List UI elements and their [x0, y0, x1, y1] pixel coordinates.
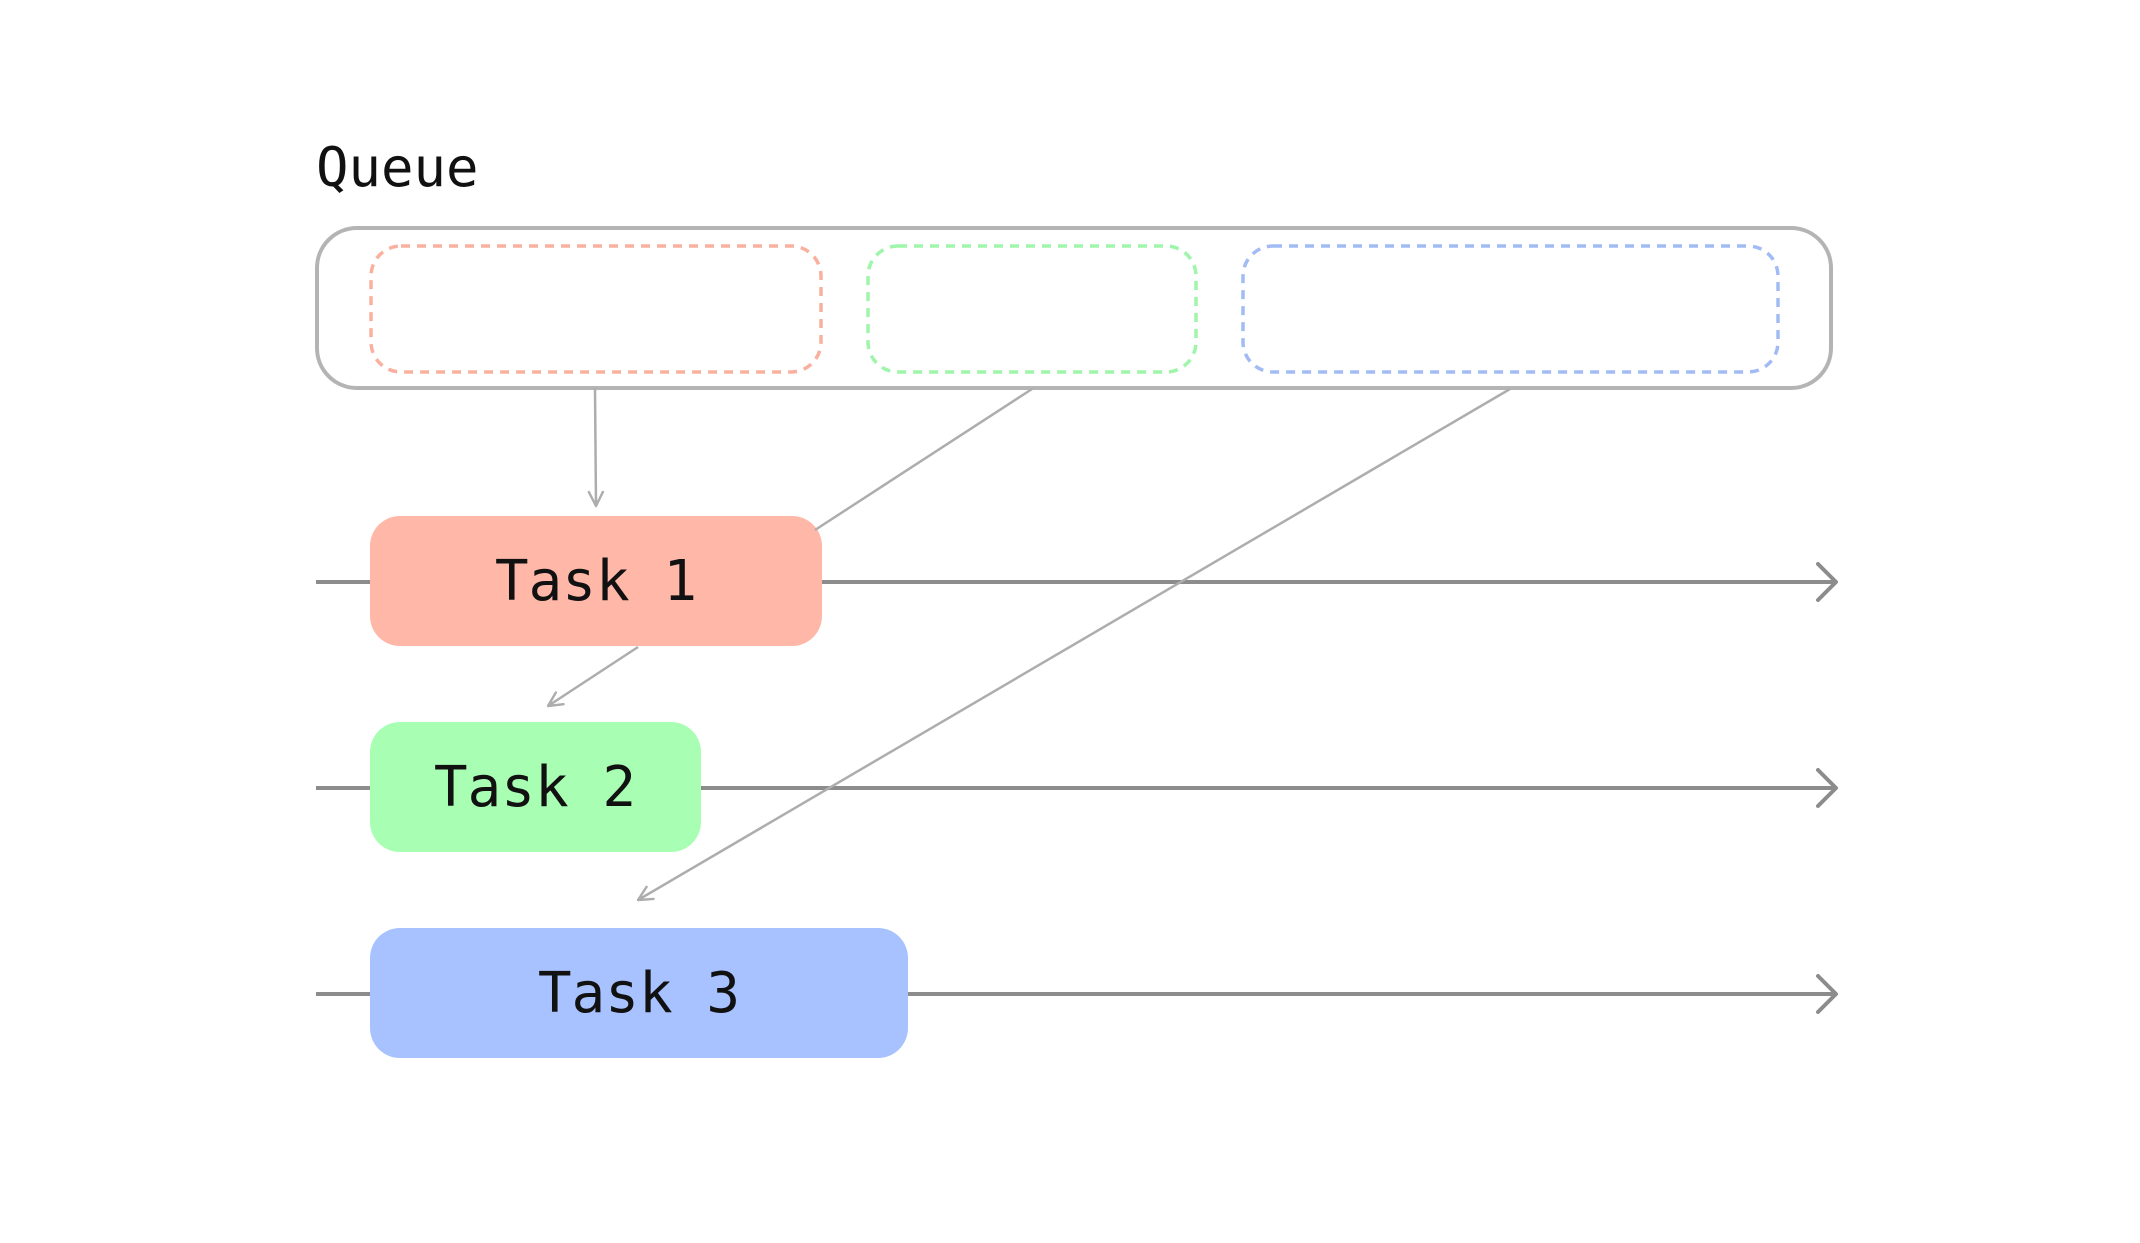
task-1: Task 1: [370, 516, 822, 646]
task-3: Task 3: [370, 928, 908, 1058]
task-2-box: [370, 722, 701, 852]
task-3-label: Task 3: [538, 961, 740, 1026]
queue-title: Queue: [316, 136, 479, 199]
queue-slot-2: [866, 244, 1198, 374]
queue-container: [315, 226, 1833, 390]
queue-slot-3: [1241, 244, 1780, 374]
queue: [315, 226, 1833, 390]
timeline-3-arrowhead: [1816, 974, 1838, 1014]
timeline-2-arrowhead: [1816, 768, 1838, 808]
task-3-box: [370, 928, 908, 1058]
connector-slot-2-to-task-2: [546, 387, 1033, 708]
task-1-label: Task 1: [495, 549, 697, 614]
task-2: Task 2: [370, 722, 701, 852]
connector-slot-2-upper-segment: [814, 387, 1033, 532]
connector-slot-3-to-task-3: [636, 387, 1511, 902]
task-2-label: Task 2: [434, 755, 636, 820]
queue-slot-1: [369, 244, 823, 374]
timeline-1-arrowhead: [1816, 562, 1838, 602]
task-1-box: [370, 516, 822, 646]
connector-slot-1-to-task-1: [587, 387, 605, 508]
connector-slot-2-lower-segment: [546, 645, 639, 708]
